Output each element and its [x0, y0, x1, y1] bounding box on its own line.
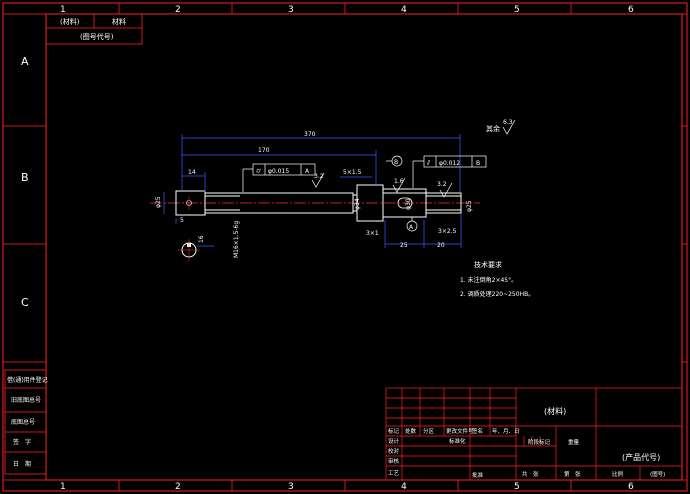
zone-col-6-bottom: 6 — [628, 482, 634, 492]
zone-dividers — [3, 3, 687, 491]
dim-170: 170 — [258, 147, 270, 154]
zone-col-1: 1 — [60, 5, 66, 15]
dim-dia-left: φ25 — [155, 196, 162, 208]
title-block — [385, 387, 683, 481]
dimension-lines — [163, 134, 462, 248]
tb-standard: 标准化 — [449, 437, 466, 445]
roughness-3: 3.2 — [437, 181, 447, 188]
tolerance1-symbol: ⌭ — [256, 167, 261, 175]
left-side-table: 借(通)用件登记 旧底图总号 底图总号 签 字 日 期 — [4, 369, 48, 475]
dim-dia-r2: φ25 — [466, 200, 473, 212]
tb-approve: 批准 — [472, 471, 484, 479]
tb-drawing-no: (图号) — [650, 470, 665, 478]
left-tab-3: 底图总号 — [11, 418, 35, 426]
roughness-1: 3.2 — [314, 173, 324, 180]
dim-len25: 25 — [400, 242, 408, 249]
tb-row-mark: 标记 — [388, 427, 400, 435]
zone-row-c: C — [21, 296, 29, 309]
tb-row-check: 校对 — [388, 447, 400, 455]
dim-chamfer2: 3×2.5 — [438, 228, 457, 235]
tb-row-design: 设计 — [388, 437, 400, 445]
tech-item-1: 1. 未注倒角2×45°。 — [460, 276, 517, 284]
dim-thread: M16×1.5-6g — [233, 221, 240, 258]
inner-frame — [45, 13, 683, 481]
top-tag-table: (材料) 材料 (图号代号) — [45, 13, 143, 45]
svg-text:B: B — [394, 159, 398, 166]
zone-col-2-bottom: 2 — [175, 482, 181, 492]
zone-col-3: 3 — [288, 5, 294, 15]
left-tab-1: 借(通)用件登记 — [7, 376, 48, 384]
tb-col-count: 处数 — [405, 427, 417, 435]
left-tab-4: 签 字 — [13, 438, 31, 446]
zone-col-5-bottom: 5 — [514, 482, 520, 492]
tolerance1-datum: A — [305, 168, 310, 175]
tb-sheet-total: 共 张 — [522, 470, 539, 478]
roughness-2: 1.6 — [394, 178, 404, 185]
tolerance2-datum: B — [476, 160, 480, 167]
dim-chamfer1: 3×1 — [366, 230, 379, 237]
zone-col-2: 2 — [175, 5, 181, 15]
datum-b-marker: B — [386, 155, 403, 167]
dim-dia-mid: φ34 — [354, 198, 361, 210]
tolerance-frame-1: ⌭ φ0.015 A — [242, 163, 316, 192]
zone-col-4-bottom: 4 — [401, 482, 407, 492]
tech-item-2: 2. 调质处理220~250HB。 — [460, 290, 534, 298]
dim-groove: 5×1.5 — [343, 169, 362, 176]
zone-col-1-bottom: 1 — [60, 482, 66, 492]
tolerance2-symbol: ⫽ — [426, 159, 431, 167]
tb-col-zone: 分区 — [423, 427, 435, 435]
zone-col-6: 6 — [628, 5, 634, 15]
section-dim: 16 — [198, 235, 205, 243]
tb-part-code: (产品代号) — [622, 452, 660, 462]
dim-left-end: 14 — [188, 169, 196, 176]
tb-stage: 阶段标记 — [528, 438, 551, 446]
tb-row-process: 工艺 — [388, 470, 400, 477]
tolerance-frame-2: ⫽ φ0.012 B — [412, 155, 487, 188]
dim-left-small: 5 — [180, 217, 184, 224]
roughness-symbols — [311, 119, 516, 198]
tb-weight: 重量 — [568, 438, 580, 446]
tb-col-docno: 更改文件号 — [446, 427, 474, 435]
tag-cell-2: 材料 — [112, 17, 126, 26]
roughness-rest-label: 其余 — [486, 124, 500, 133]
tb-col-sign: 签名 — [472, 427, 483, 435]
roughness-rest-value: 6.3 — [503, 119, 513, 126]
zone-col-3-bottom: 3 — [288, 482, 294, 492]
tb-row-review: 审核 — [388, 457, 400, 465]
tolerance2-value: φ0.012 — [439, 160, 460, 167]
left-tab-2: 旧底图总号 — [11, 396, 41, 404]
datum-a-marker: A — [406, 217, 418, 232]
section-view: 16 — [178, 235, 214, 261]
shaft-keyway-right — [397, 197, 413, 209]
dim-overall: 370 — [304, 131, 316, 138]
svg-text:A: A — [409, 224, 414, 231]
left-tab-5: 日 期 — [13, 460, 31, 468]
tb-material: (材料) — [544, 406, 566, 416]
zone-col-4: 4 — [401, 5, 407, 15]
zone-row-b: B — [21, 171, 29, 184]
dim-len20: 20 — [437, 242, 445, 249]
tb-sheet-no: 第 张 — [564, 470, 581, 478]
tb-col-date: 年、月、日 — [492, 427, 520, 435]
shaft-outline — [175, 184, 462, 222]
tolerance1-value: φ0.015 — [268, 168, 289, 175]
tag-subtitle: (图号代号) — [80, 32, 114, 41]
zone-row-a: A — [21, 55, 29, 68]
dim-dia-r1: φ30 — [405, 198, 412, 210]
zone-col-5: 5 — [514, 5, 520, 15]
tb-ratio: 比例 — [612, 470, 624, 478]
tag-cell-1: (材料) — [60, 17, 80, 26]
tech-title: 技术要求 — [474, 260, 502, 269]
shaft-keyway-left — [186, 196, 192, 210]
